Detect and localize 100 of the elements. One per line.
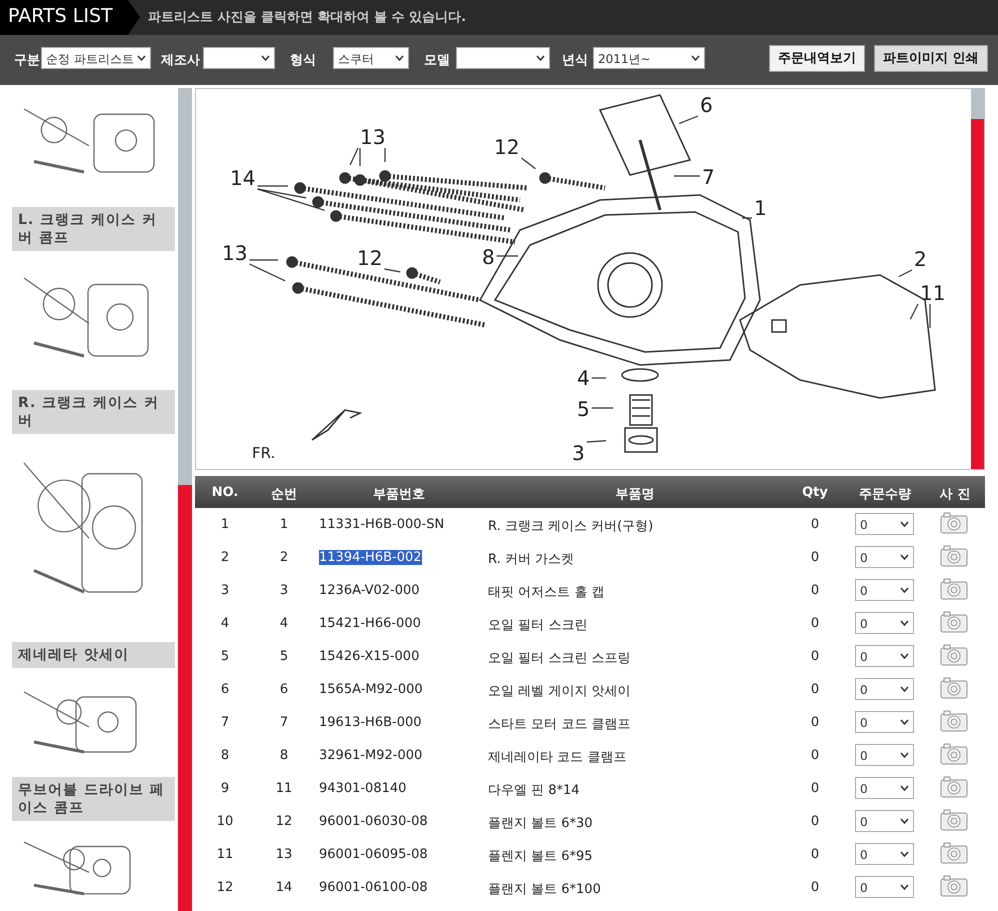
part-name: 오일 레벨 게이지 앗세이 [488, 683, 630, 700]
quantity: 0 [810, 847, 820, 862]
quantity-dropdown: 0 [855, 843, 914, 865]
direction-label: FR. [252, 444, 276, 462]
leader-line [257, 188, 306, 198]
leader-line [674, 175, 700, 177]
leader-line [359, 148, 361, 166]
category-caption: 제네레타 앗세이 [12, 642, 175, 668]
sequence-number: 7 [278, 715, 290, 730]
leader-line [521, 158, 536, 170]
filter-label: 제조사 [161, 52, 200, 69]
quantity-dropdown: 0 [855, 546, 914, 568]
category-caption: L. 크랭크 케이스 커버 콤프 [12, 207, 175, 251]
callout-number: 12 [355, 247, 384, 269]
category-caption: 무브어블 드라이브 페이스 콤프 [12, 777, 175, 821]
part-name: 플랜지 볼트 6*30 [488, 815, 593, 832]
dropdown-field: 순정 파트리스트 [41, 47, 151, 69]
part-number: 11331-H6B-000-SN [319, 517, 444, 532]
sequence-number: 8 [278, 748, 290, 763]
column-header: NO. [210, 485, 240, 500]
column-header: 부품명 [614, 486, 656, 503]
leader-line [249, 263, 286, 282]
column-header: 주문수량 [858, 486, 912, 503]
row-number: 1 [220, 517, 230, 532]
quantity: 0 [810, 880, 820, 895]
leader-line [929, 304, 931, 328]
filter-label: 형식 [290, 52, 316, 69]
column-header: 부품번호 [372, 486, 426, 503]
callout-number: 11 [918, 282, 948, 304]
filter-label: 구분 [14, 52, 40, 69]
callout-number: 1 [752, 197, 769, 219]
part-name: 오일 필터 스크린 [488, 617, 588, 634]
sequence-number: 4 [278, 616, 290, 631]
row-number: 3 [220, 583, 230, 598]
column-header: 순번 [270, 486, 298, 503]
column-header: 사 진 [938, 486, 972, 503]
part-number: 1236A-V02-000 [319, 583, 420, 598]
quantity-dropdown: 0 [855, 810, 914, 832]
dropdown-field: 2011년~ [593, 47, 705, 69]
callout-number: 7 [700, 166, 717, 188]
callout-number: 14 [228, 167, 258, 189]
leader-line [898, 269, 912, 278]
leader-line [592, 407, 613, 409]
part-number: 32961-M92-000 [319, 748, 422, 763]
part-number: 15426-X15-000 [319, 649, 420, 664]
leader-line [592, 377, 606, 379]
callout-number: 8 [480, 246, 497, 268]
part-name: 플랜지 볼트 6*100 [488, 881, 601, 898]
row-number: 8 [220, 748, 230, 763]
quantity-dropdown: 0 [855, 513, 914, 535]
part-number: 94301-08140 [319, 781, 406, 796]
row-number: 4 [220, 616, 230, 631]
quantity: 0 [810, 781, 820, 796]
callout-number: 13 [220, 242, 250, 264]
callout-number: 2 [912, 248, 929, 270]
quantity: 0 [810, 616, 820, 631]
sequence-number: 13 [274, 847, 294, 862]
quantity-dropdown: 0 [855, 744, 914, 766]
sequence-number: 3 [278, 583, 290, 598]
dropdown-field: 스쿠터 [333, 47, 409, 69]
leader-line [496, 255, 518, 257]
quantity-dropdown: 0 [855, 612, 914, 634]
part-number: 1565A-M92-000 [319, 682, 423, 697]
row-number: 6 [220, 682, 230, 697]
callout-number: 12 [492, 136, 522, 158]
part-number: 96001-06095-08 [319, 847, 428, 862]
row-number: 11 [216, 847, 234, 862]
quantity: 0 [810, 517, 820, 532]
column-header: Qty [801, 485, 829, 500]
leader-line [257, 188, 325, 211]
part-name: 오일 필터 스크린 스프링 [488, 650, 630, 667]
part-name: 제네레이타 코드 클램프 [488, 749, 626, 766]
sequence-number: 14 [274, 880, 294, 895]
callout-number: 3 [570, 442, 587, 464]
quantity: 0 [810, 550, 820, 565]
part-name: 태핏 어저스트 홀 캡 [488, 584, 604, 601]
sequence-number: 11 [274, 781, 294, 796]
quantity: 0 [810, 649, 820, 664]
sequence-number: 2 [278, 550, 290, 565]
sequence-number: 12 [274, 814, 294, 829]
notice-text: 파트리스트 사진을 클릭하면 확대하여 볼 수 있습니다. [148, 9, 466, 26]
quantity-dropdown: 0 [855, 579, 914, 601]
row-number: 5 [220, 649, 230, 664]
quantity: 0 [810, 748, 820, 763]
print-button: 파트이미지 인쇄 [874, 45, 988, 72]
leader-line [249, 259, 278, 261]
quantity-dropdown: 0 [855, 678, 914, 700]
row-number: 10 [216, 814, 234, 829]
leader-line [742, 217, 752, 219]
part-name: 다우엘 핀 8*14 [488, 782, 580, 799]
filter-label: 모델 [424, 52, 450, 69]
part-number: 11394-H6B-002 [319, 550, 422, 565]
callout-number: 4 [575, 367, 592, 389]
leader-line [384, 148, 386, 162]
leader-line [910, 304, 919, 320]
row-number: 7 [220, 715, 230, 730]
order-history-button: 주문내역보기 [769, 45, 865, 72]
quantity: 0 [810, 814, 820, 829]
part-number: 96001-06030-08 [319, 814, 428, 829]
part-number: 19613-H6B-000 [319, 715, 422, 730]
